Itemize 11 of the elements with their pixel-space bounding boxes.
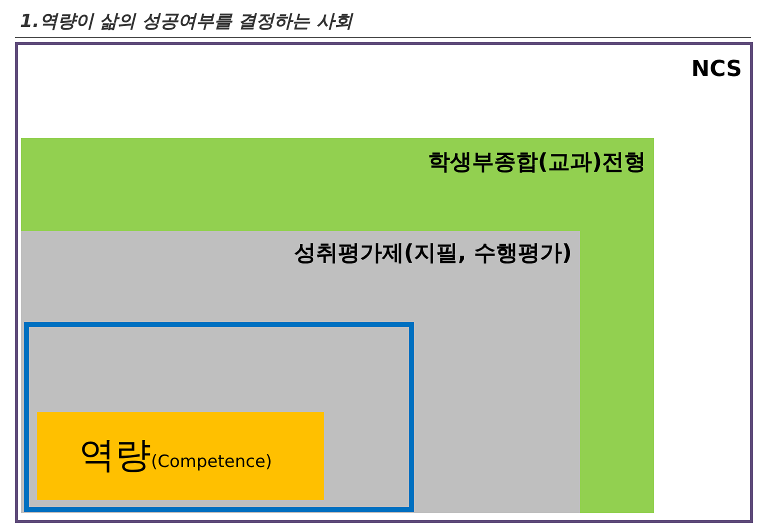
node-label: 역량 [79, 438, 151, 474]
region-box [21, 231, 580, 513]
outline-box [24, 322, 414, 512]
node-label: 학생부종합(교과)전형 [428, 149, 646, 177]
node-label: 성취평가제(지필, 수행평가) [294, 240, 572, 268]
region-box [21, 138, 654, 513]
region-box [15, 42, 753, 523]
node-sublabel: (Competence) [151, 454, 272, 471]
highlight-box [37, 412, 324, 500]
title: 1.역량이 삶의 성공여부를 결정하는 사회 [20, 10, 352, 34]
node-label: NCS [691, 56, 742, 84]
